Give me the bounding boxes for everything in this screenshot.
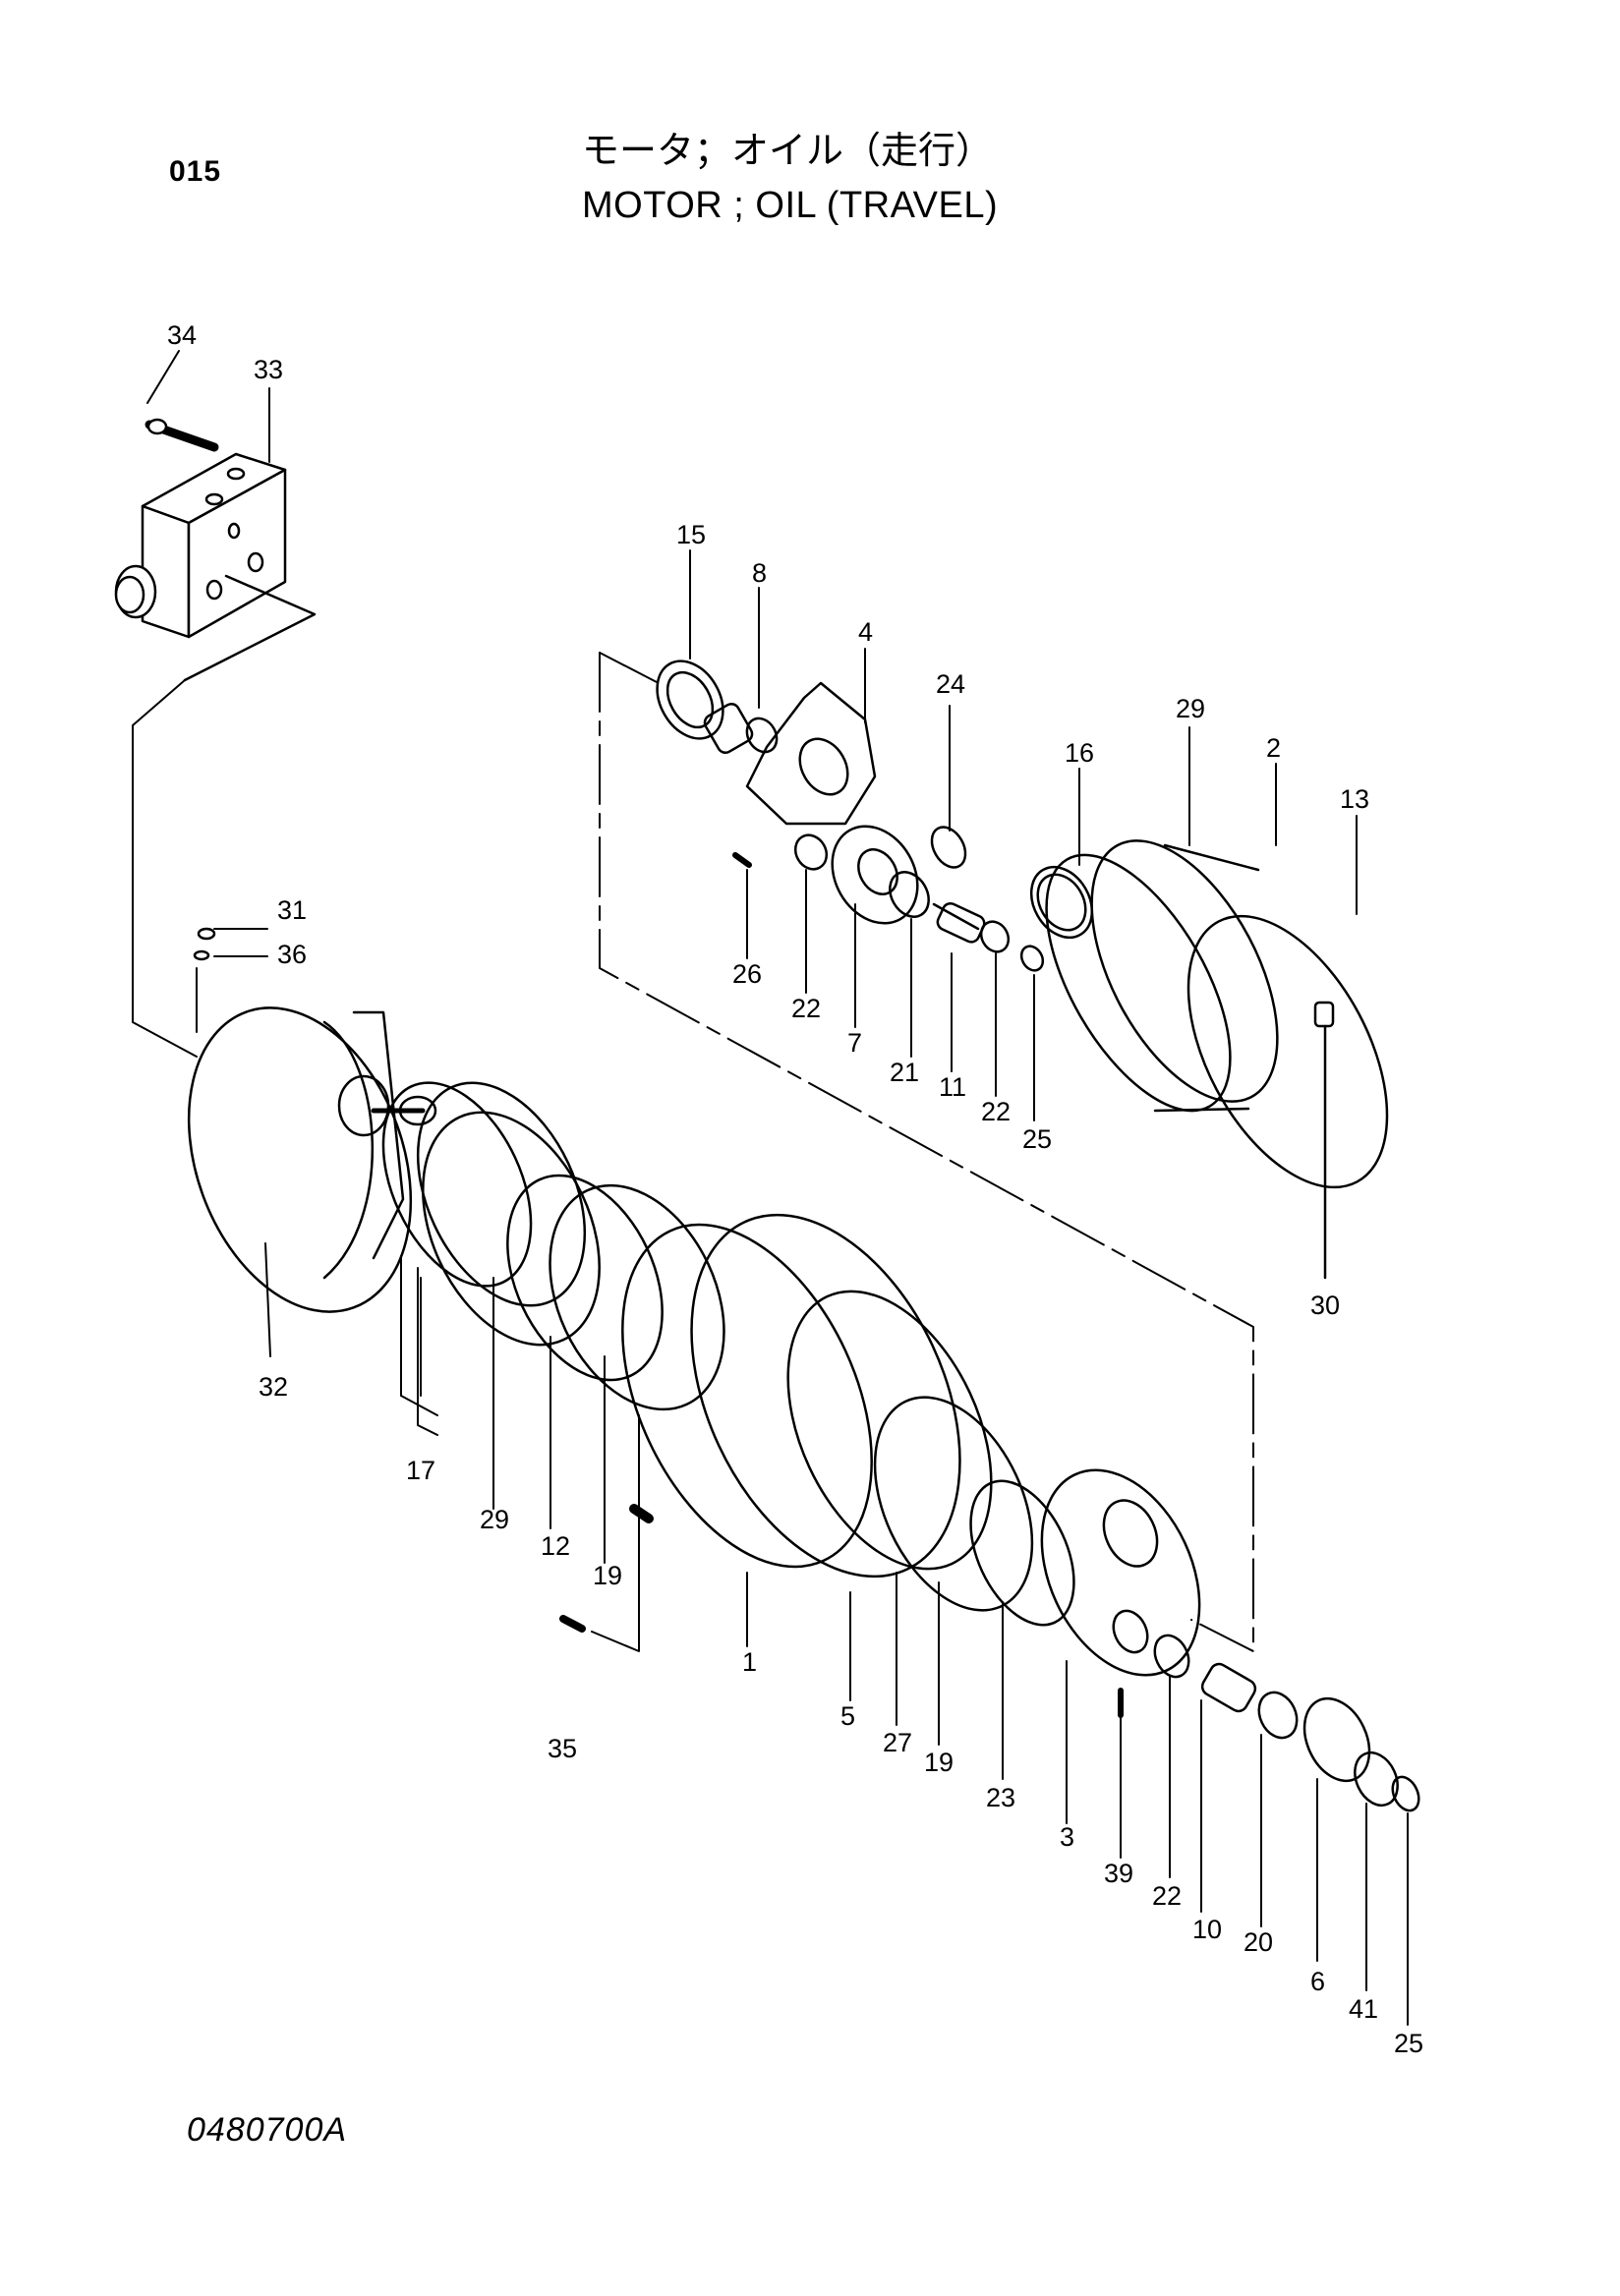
upper-stage-parts <box>656 660 1389 1280</box>
page-code: 015 <box>169 155 222 188</box>
callout-label: 20 <box>1244 1927 1273 1957</box>
callout-label: 22 <box>1152 1881 1182 1911</box>
callout-label: 19 <box>924 1748 954 1777</box>
callout-label: 2 <box>1266 733 1281 763</box>
callout-label: 34 <box>167 320 197 350</box>
callout-label: 23 <box>986 1783 1015 1812</box>
callout-label: 25 <box>1394 2029 1423 2058</box>
drawing-number: 0480700A <box>187 2111 348 2149</box>
callout-label: 11 <box>939 1072 966 1102</box>
callout-label: 7 <box>847 1028 862 1058</box>
callout-label: 1 <box>742 1647 757 1677</box>
callout-label: 35 <box>548 1734 577 1763</box>
callout-label: 33 <box>254 355 283 384</box>
callout-label: 13 <box>1340 784 1369 814</box>
callout-label: 27 <box>883 1728 912 1757</box>
callout-label: 4 <box>858 617 873 647</box>
callout-label: 6 <box>1310 1967 1325 1996</box>
callout-label: 3 <box>1060 1822 1074 1852</box>
callout-label: 22 <box>791 994 821 1023</box>
title-japanese: モータ；オイル（走行） <box>582 129 994 172</box>
callout-label: 21 <box>890 1058 919 1087</box>
callout-label: 36 <box>277 940 307 969</box>
leader-lines <box>132 652 1254 1652</box>
callout-label: 24 <box>936 669 965 699</box>
valve-block-part <box>114 418 317 682</box>
callout-label: 39 <box>1104 1859 1133 1888</box>
callout-label: 32 <box>259 1372 288 1402</box>
callout-label: 22 <box>981 1097 1011 1126</box>
callout-label: 5 <box>840 1701 855 1731</box>
callout-label: 10 <box>1192 1915 1222 1944</box>
callout-label: 15 <box>676 520 706 549</box>
callout-leaders <box>146 350 1409 2026</box>
callout-label: 26 <box>732 959 762 989</box>
callout-label: 29 <box>1176 694 1205 723</box>
callout-label: 17 <box>406 1456 435 1485</box>
callout-label: 16 <box>1065 738 1094 768</box>
callout-label: 25 <box>1022 1124 1052 1154</box>
callout-label: 19 <box>593 1561 622 1590</box>
callout-label: 12 <box>541 1531 570 1561</box>
callout-label: 31 <box>277 895 307 925</box>
title-english: MOTOR ; OIL (TRAVEL) <box>582 185 999 226</box>
callout-labels: 34 33 15 8 4 24 16 29 2 13 31 36 26 22 7… <box>167 320 1423 2058</box>
callout-label: 29 <box>480 1505 509 1534</box>
callout-label: 30 <box>1310 1291 1340 1320</box>
callout-label: 8 <box>752 558 767 588</box>
lower-stage-parts <box>187 927 1420 1812</box>
callout-label: 41 <box>1349 1994 1378 2024</box>
